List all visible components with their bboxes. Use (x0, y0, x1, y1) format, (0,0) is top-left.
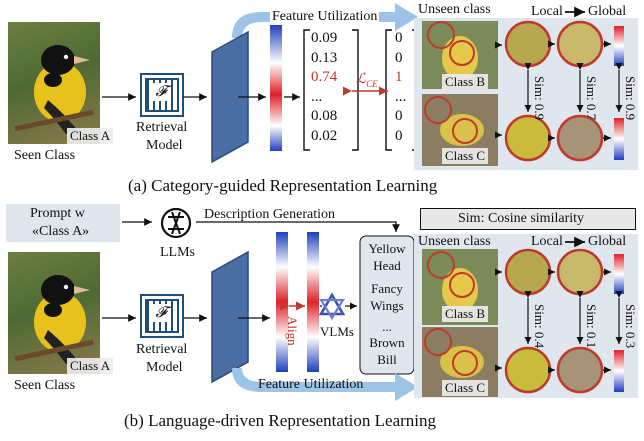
local-circle-c-wing (452, 118, 478, 144)
local-label-a: Local (531, 4, 563, 19)
label-value: ... (395, 88, 407, 105)
align-label: Align (285, 316, 300, 346)
description-list: Yellow Head Fancy Wings ... Brown Bill (360, 240, 414, 374)
local-circle-c-head (424, 96, 452, 124)
caption-b: (b) Language-driven Representation Learn… (124, 411, 437, 430)
sim-legend-box (420, 208, 636, 230)
sim-legend-text: Sim: Cosine similarity (458, 211, 585, 226)
label-bracket-left (385, 29, 392, 151)
loss-subscript: CE (366, 78, 378, 89)
vector-bracket-left (303, 29, 310, 151)
label-value: 0 (395, 108, 403, 124)
vlms-label: VLMs (320, 324, 354, 339)
prompt-line-1: Prompt w (30, 206, 85, 221)
feature-plane-b (211, 250, 249, 384)
feature-value: 0.13 (311, 49, 338, 66)
class-b-label-a: Class B (442, 74, 489, 90)
label-value: 0 (395, 127, 403, 144)
retrieval-label-b: Retrieval (136, 342, 188, 357)
seen-class-bird-image-a (8, 22, 100, 144)
unseen-class-label-b: Unseen class (418, 234, 491, 249)
model-symbol-b: 𝓕 (153, 304, 169, 322)
bird-illustration (14, 45, 94, 134)
description-item: Fancy Wings (370, 281, 404, 313)
similarity-a-3: Sim: 0.9 (623, 76, 638, 121)
model-label-b: Model (146, 360, 183, 375)
description-generation-arrow (196, 221, 400, 232)
model-label-text: Model (146, 138, 183, 153)
similarity-a-2: Sim: 0.7 (584, 76, 599, 121)
label-value: 0 (395, 49, 403, 66)
local-label-b: Local (531, 234, 563, 249)
feature-color-bar-b2 (307, 232, 319, 372)
label-value-highlight: 1 (395, 69, 403, 85)
feature-vector: 0.09 0.13 0.74 ... 0.08 0.02 (311, 31, 353, 148)
retrieval-model-block: 𝓕 (140, 73, 184, 117)
local-crop-b2-a (556, 20, 604, 68)
prompt-box (6, 204, 120, 242)
seen-class-bird-image-b (8, 252, 100, 374)
similarity-b-3: Sim: 0.3 (623, 304, 638, 349)
caption-a: (a) Category-guided Representation Learn… (128, 176, 438, 195)
description-generation-label: Description Generation (204, 207, 336, 222)
feature-value: 0.09 (311, 30, 338, 46)
class-a-label: Class A (67, 128, 114, 144)
class-b-label-b: Class B (442, 306, 489, 322)
feature-value: ... (311, 88, 323, 105)
class-c-label-b: Class C (442, 380, 489, 396)
local-circle-b-wing (449, 40, 475, 66)
feature-color-bar-b1 (276, 232, 288, 372)
feature-utilization-label-b: Feature Utilization (258, 377, 364, 392)
bird-illustration (14, 275, 94, 364)
vlm-icon (318, 292, 346, 321)
retrieval-model-block-b: 𝓕 (140, 294, 184, 338)
feature-color-bar-a (270, 25, 282, 151)
description-item: ... (382, 319, 392, 334)
local-crop-b1-a (504, 20, 552, 68)
feature-plane-a (211, 30, 249, 164)
feature-value: 0.08 (311, 108, 338, 124)
seen-class-label-b: Seen Class (14, 378, 76, 393)
feature-value-highlight: 0.74 (311, 69, 338, 85)
loss-symbol: ℒ (356, 72, 367, 87)
class-c-label-a: Class C (442, 148, 489, 164)
label-value: 0 (395, 30, 403, 46)
seen-class-label: Seen Class (14, 148, 76, 163)
class-a-label-b: Class A (67, 358, 114, 374)
global-label-b: Global (588, 234, 627, 249)
unseen-class-label-a: Unseen class (418, 2, 491, 17)
model-symbol: 𝓕 (153, 83, 169, 101)
similarity-b-1: Sim: 0.4 (532, 304, 547, 349)
similarity-b-2: Sim: 0.1 (584, 304, 599, 349)
feature-utilization-label-a: Feature Utilization (270, 9, 380, 24)
global-bar-b-a (614, 26, 624, 66)
description-item: Yellow Head (368, 241, 406, 273)
local-circle-b-head (427, 21, 455, 49)
llms-label: LLMs (160, 245, 195, 260)
ce-loss-label: ℒCE (356, 73, 378, 89)
feature-value: 0.02 (311, 127, 338, 144)
llm-icon (160, 207, 192, 239)
description-item: Brown Bill (369, 335, 405, 367)
retrieval-label: Retrieval (136, 120, 188, 135)
prompt-line-2: «Class A» (32, 224, 90, 239)
global-bar-c-a (614, 118, 624, 160)
label-vector: 0 0 1 ... 0 0 (395, 31, 411, 148)
global-label-a: Global (588, 4, 627, 19)
similarity-a-1: Sim: 0.9 (532, 76, 547, 121)
bottom-flow-arrow (232, 368, 418, 401)
local-crop-c2-a (556, 114, 604, 162)
local-crop-c1-a (504, 114, 552, 162)
